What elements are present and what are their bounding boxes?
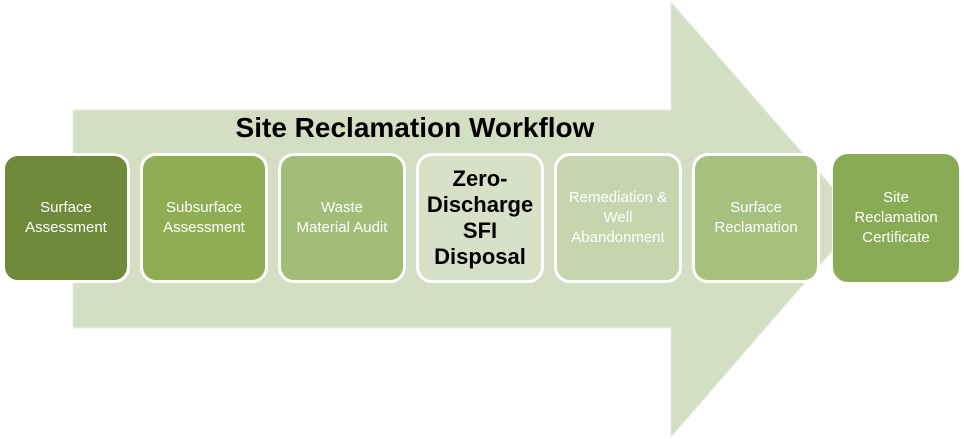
step-label: Site Reclamation Certificate <box>854 189 938 246</box>
step-zero-discharge-sfi-disposal: Zero- Discharge SFI Disposal <box>416 153 544 283</box>
step-label: Waste Material Audit <box>296 199 388 236</box>
step-surface-reclamation: Surface Reclamation <box>692 153 820 283</box>
step-site-reclamation-certificate: Site Reclamation Certificate <box>832 153 960 283</box>
step-waste-material-audit: Waste Material Audit <box>278 153 406 283</box>
step-label: Surface Reclamation <box>714 199 798 236</box>
diagram-title: Site Reclamation Workflow <box>235 112 595 143</box>
step-surface-assessment: Surface Assessment <box>2 153 130 283</box>
step-remediation-well-abandonment: Remediation & Well Abandonment <box>554 153 682 283</box>
step-label: Remediation & Well Abandonment <box>568 189 668 246</box>
step-subsurface-assessment: Subsurface Assessment <box>140 153 268 283</box>
step-label: Subsurface Assessment <box>163 199 245 236</box>
step-label: Zero- Discharge SFI Disposal <box>426 166 534 269</box>
step-label: Surface Assessment <box>25 199 107 236</box>
